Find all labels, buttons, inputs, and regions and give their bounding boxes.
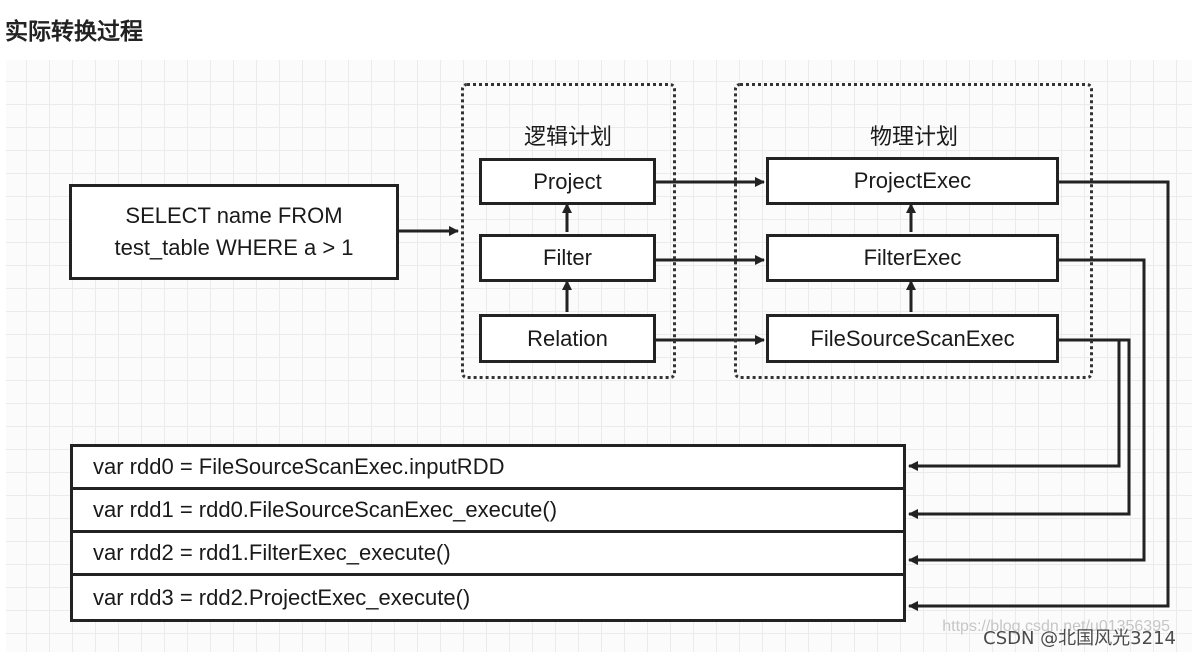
logical-plan-group <box>461 83 676 379</box>
logical-node-project: Project <box>479 158 656 205</box>
sql-query-box: SELECT name FROM test_table WHERE a > 1 <box>69 184 399 280</box>
physical-plan-group <box>734 83 1093 379</box>
logical-node-relation: Relation <box>479 314 656 363</box>
conversion-diagram: SELECT name FROM test_table WHERE a > 1 … <box>6 60 1192 652</box>
sql-line-2: test_table WHERE a > 1 <box>114 235 354 260</box>
code-line-rdd3: var rdd3 = rdd2.ProjectExec_execute() <box>93 584 471 610</box>
arrow-scan-to-rdd1 <box>907 338 1131 520</box>
code-line-rdd1: var rdd1 = rdd0.FileSourceScanExec_execu… <box>73 490 903 533</box>
watermark-url: https://blog.csdn.net/u01356395 <box>942 618 1170 635</box>
physical-node-filesourcescanexec: FileSourceScanExec <box>766 314 1059 363</box>
arrow-filterexec-to-rdd2 <box>907 258 1146 566</box>
code-line-rdd2: var rdd2 = rdd1.FilterExec_execute() <box>73 533 903 576</box>
physical-plan-title: 物理计划 <box>869 125 958 150</box>
logical-node-filter: Filter <box>479 234 656 282</box>
code-line-rdd0: var rdd0 = FileSourceScanExec.inputRDD <box>73 447 903 490</box>
watermark-credit: CSDN @北国风光3214 <box>983 628 1176 649</box>
physical-node-filterexec: FilterExec <box>766 234 1059 282</box>
physical-node-projectexec: ProjectExec <box>766 157 1059 205</box>
page-title: 实际转换过程 <box>5 19 143 45</box>
sql-line-1: SELECT name FROM <box>125 203 343 228</box>
logical-plan-title: 逻辑计划 <box>523 125 612 150</box>
rdd-code-stack: var rdd0 = FileSourceScanExec.inputRDD v… <box>70 444 906 622</box>
arrow-projectexec-to-rdd3 <box>907 180 1170 612</box>
